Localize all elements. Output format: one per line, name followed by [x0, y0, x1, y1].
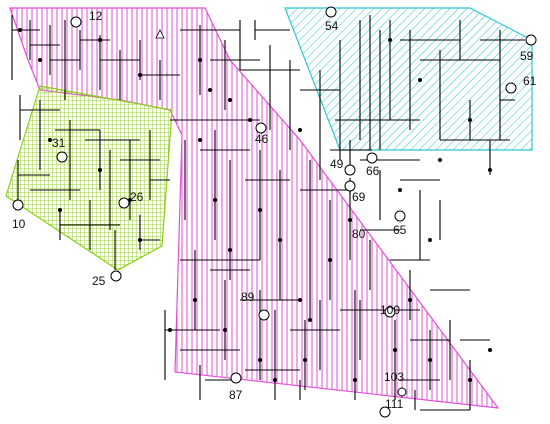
generator-49	[344, 164, 356, 176]
bus-label-66: 66	[366, 164, 380, 178]
generator-25	[110, 270, 122, 282]
bus-label-31: 31	[52, 136, 66, 150]
generator-103	[397, 387, 407, 397]
generator-54	[325, 6, 337, 18]
generator-26	[118, 197, 130, 209]
bus-nodes	[18, 28, 492, 382]
bus-label-49: 49	[330, 157, 344, 171]
generator-69	[344, 180, 356, 192]
bus-label-87: 87	[229, 388, 243, 402]
bus-label-111: 111	[385, 397, 404, 411]
generator-89	[258, 309, 270, 321]
generator-66	[366, 152, 378, 164]
region-green	[5, 85, 173, 271]
bus-label-59: 59	[520, 49, 534, 63]
bus-label-26: 26	[130, 190, 144, 204]
bus-label-10: 10	[12, 217, 26, 231]
generator-61	[505, 82, 517, 94]
bus-label-25: 25	[92, 274, 106, 288]
bus-label-80: 80	[352, 227, 366, 241]
bus-label-65: 65	[393, 223, 407, 237]
bus-label-100: 100	[380, 303, 401, 317]
generator-symbols	[12, 6, 537, 418]
generator-65	[394, 210, 406, 222]
bus-label-69: 69	[352, 190, 366, 204]
generator-87	[230, 372, 242, 384]
region-cyan	[284, 7, 533, 151]
bus-label-103: 103	[384, 370, 405, 384]
bus-label-46: 46	[255, 132, 269, 146]
generator-31	[56, 151, 68, 163]
generator-100	[384, 306, 396, 318]
bus-label-12: 12	[89, 9, 103, 23]
generator-111	[379, 406, 391, 418]
generator-10	[12, 199, 24, 211]
generator-12	[70, 16, 82, 28]
generator-46	[255, 122, 267, 134]
bus-label-61: 61	[523, 74, 537, 88]
generator-59	[525, 34, 537, 46]
load-arrow-icon	[155, 29, 165, 39]
bus-label-89: 89	[241, 290, 255, 304]
bus-label-54: 54	[325, 19, 339, 33]
region-magenta	[9, 7, 500, 409]
